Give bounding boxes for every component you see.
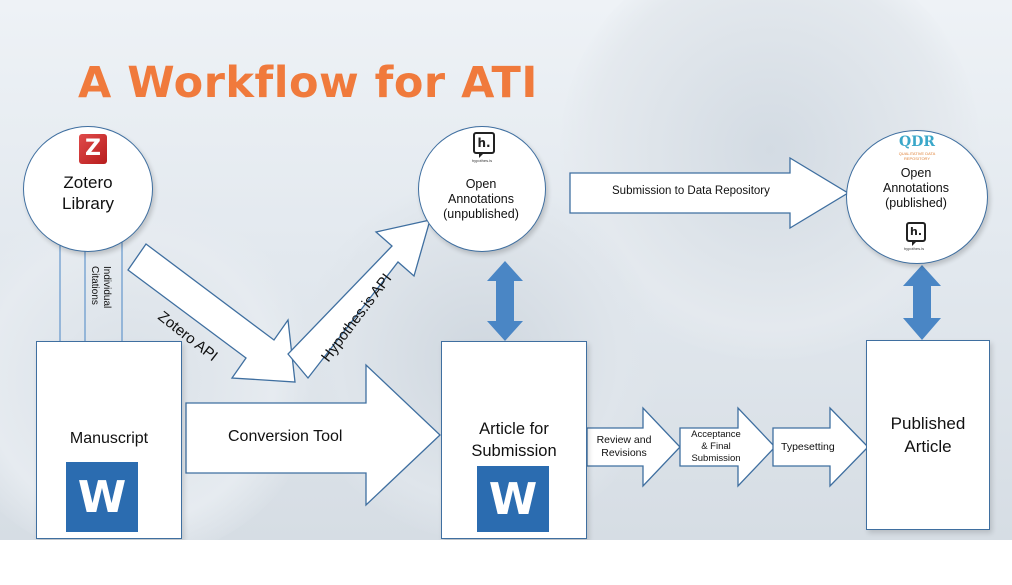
zotero-api-arrow	[127, 243, 296, 383]
hypothesis-logo-icon: h.	[473, 132, 495, 158]
published-line1: Published	[890, 414, 966, 433]
review-arrow	[586, 406, 681, 488]
published-article-label: Published Article	[866, 412, 990, 458]
typesetting-arrow	[772, 406, 869, 488]
review-line1: Review and	[596, 434, 652, 446]
qdr-logo-sub1: QUALITATIVE DATA	[898, 151, 936, 156]
article-submission-label: Article for Submission	[441, 418, 587, 462]
qdr-logo-text: QDR	[899, 134, 935, 150]
published-article-box	[866, 340, 990, 530]
article-word-letter: W	[488, 474, 538, 525]
acceptance-arrow	[679, 406, 776, 488]
bottom-margin	[0, 540, 1012, 585]
acceptance-line1: Acceptance	[691, 429, 741, 440]
hypothesis-logo-small-icon: h.	[906, 222, 926, 246]
arrows-layer	[56, 156, 941, 507]
acceptance-line3: Submission	[691, 453, 741, 464]
qdr-logo-icon: QDR	[892, 134, 942, 150]
zotero-label-line1: Zotero	[63, 173, 113, 192]
hypothesis-logo-letter: h.	[477, 136, 491, 150]
page-title: A Workflow for ATI	[78, 58, 538, 108]
acceptance-label: Acceptance & Final Submission	[684, 429, 748, 465]
acceptance-line2: & Final	[701, 441, 731, 452]
zotero-library-label: Zotero Library	[48, 172, 128, 214]
article-line2: Submission	[471, 442, 557, 460]
review-label: Review and Revisions	[592, 434, 656, 460]
double-arrow-left	[487, 261, 523, 341]
article-line1: Article for	[479, 420, 549, 438]
conversion-tool-label: Conversion Tool	[228, 428, 343, 445]
word-logo-icon: W	[66, 462, 138, 532]
zotero-logo-letter: Z	[85, 136, 101, 161]
unpub-line3: (unpublished)	[443, 207, 519, 221]
conversion-tool-arrow	[185, 363, 441, 507]
word-logo-icon: W	[477, 466, 549, 532]
hypothesis-api-arrow	[287, 219, 431, 380]
unpub-line2: Annotations	[447, 192, 515, 206]
individual-citations-line1: Individual	[101, 266, 112, 309]
open-annotations-unpublished-label: Open Annotations (unpublished)	[431, 177, 531, 222]
individual-citations-label: Individual Citations	[88, 266, 112, 308]
zotero-logo-icon: Z	[79, 134, 107, 164]
qdr-logo-sub2: REPOSITORY	[903, 156, 931, 161]
individual-citations-line2: Citations	[89, 266, 100, 305]
review-line2: Revisions	[601, 447, 647, 459]
pub-line2: Annotations	[882, 181, 950, 195]
double-arrow-right	[903, 265, 941, 340]
manuscript-label: Manuscript	[69, 430, 149, 447]
submission-repo-arrow	[569, 156, 850, 230]
published-line2: Article	[904, 437, 952, 456]
zotero-label-line2: Library	[62, 194, 114, 213]
submission-repo-label: Submission to Data Repository	[612, 185, 770, 197]
open-annotations-published-label: Open Annotations (published)	[866, 166, 966, 211]
pub-line1: Open	[900, 166, 932, 180]
pub-line3: (published)	[885, 196, 947, 210]
hypothesis-logo-caption: hypothes.is	[471, 158, 493, 163]
unpub-line1: Open	[465, 177, 497, 191]
hypothesis-small-caption: hypothes.is	[903, 246, 925, 251]
slide-canvas: A Workflow for ATI Individua	[0, 0, 1012, 540]
hypothesis-small-letter: h.	[909, 225, 922, 238]
typesetting-label: Typesetting	[781, 441, 835, 453]
word-logo-letter: W	[77, 472, 127, 523]
